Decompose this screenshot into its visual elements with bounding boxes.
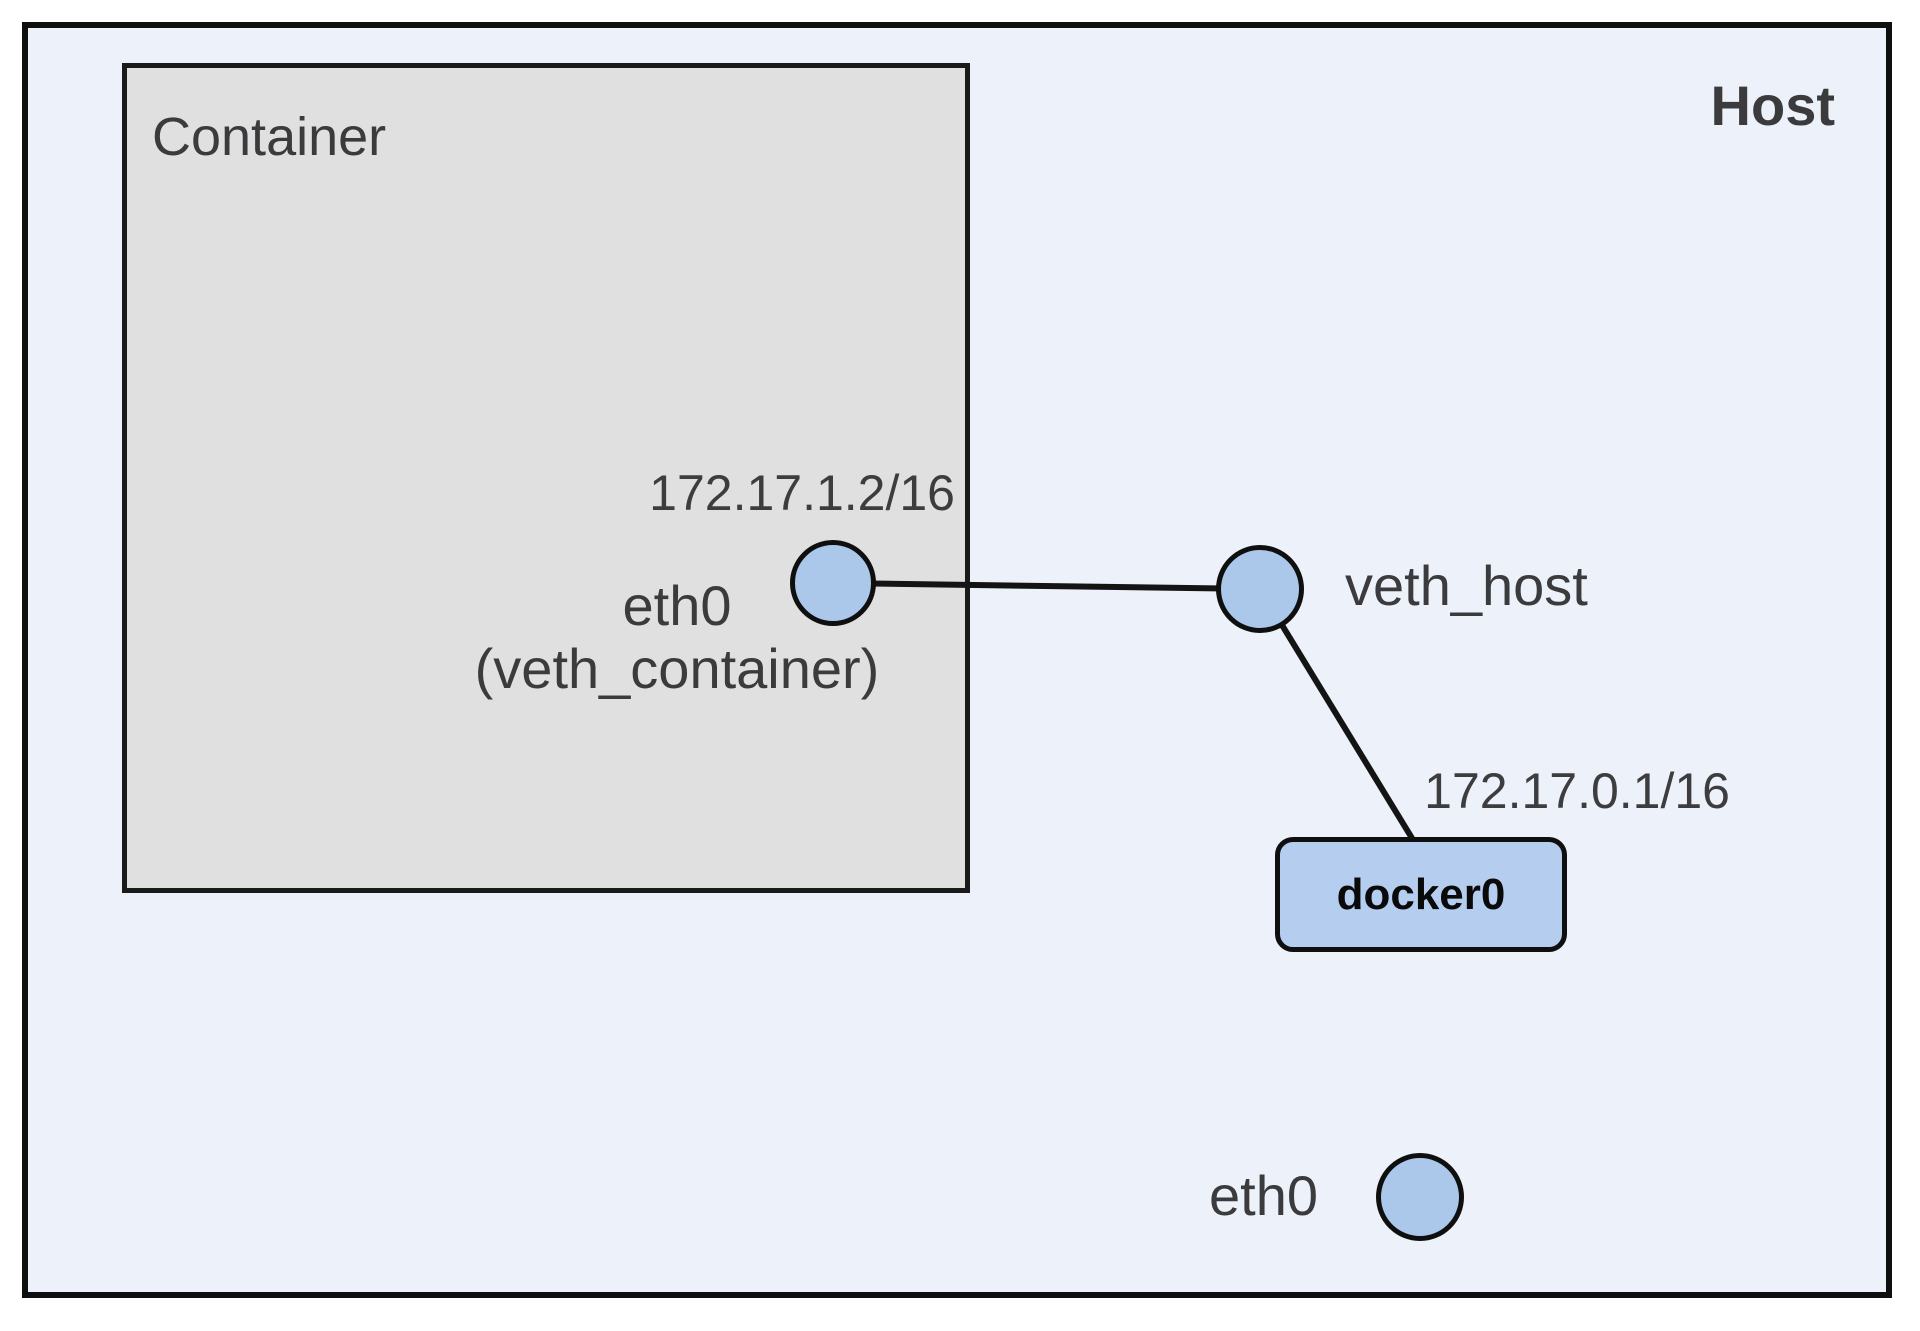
veth-container-label: eth0 (veth_container): [377, 574, 977, 700]
veth-host-label: veth_host: [1345, 554, 1588, 617]
veth-container-label-line2: (veth_container): [474, 637, 880, 700]
veth-container-node-circle: [790, 540, 876, 626]
container-title: Container: [152, 107, 387, 167]
host-eth0-node-circle: [1376, 1153, 1464, 1241]
veth-container-label-line1: eth0: [622, 574, 732, 637]
veth-container-ip-label: 172.17.1.2/16: [649, 465, 955, 521]
docker0-bridge-box: docker0: [1275, 837, 1567, 952]
host-eth0-label: eth0: [1209, 1164, 1318, 1227]
container-box: [122, 63, 970, 893]
host-title: Host: [1710, 74, 1835, 137]
veth-host-node-circle: [1216, 545, 1304, 633]
docker0-ip-label: 172.17.0.1/16: [1424, 763, 1730, 819]
docker0-label: docker0: [1336, 869, 1506, 919]
